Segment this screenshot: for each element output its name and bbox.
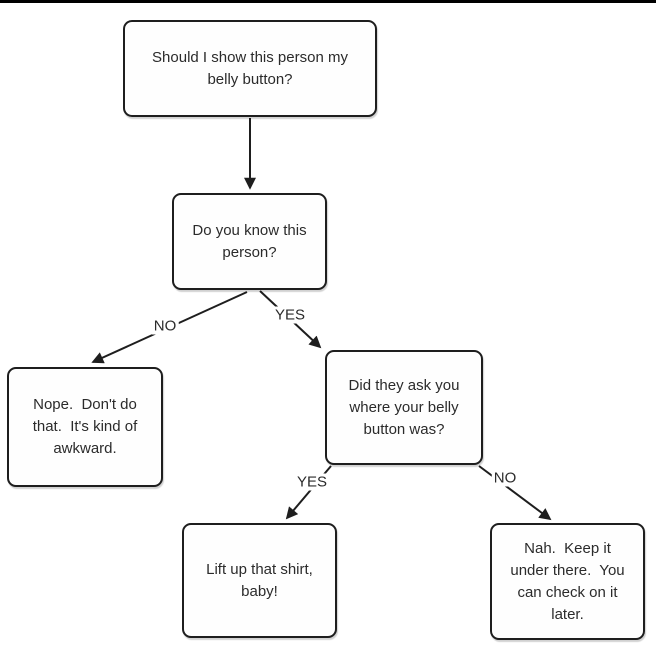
node-text-line: belly button? bbox=[207, 70, 293, 88]
node-text-line: where your belly bbox=[349, 398, 459, 416]
node-nope-result: Nope. Don't do that. It's kind of awkwar… bbox=[7, 367, 163, 487]
node-text-line: later. bbox=[551, 605, 584, 623]
edge-label-yes: YES bbox=[272, 306, 308, 324]
node-text-line: Should I show this person my bbox=[152, 48, 348, 66]
edge-label-yes: YES bbox=[294, 473, 330, 491]
node-text-line: baby! bbox=[241, 582, 278, 600]
node-lift-shirt-result: Lift up that shirt, baby! bbox=[182, 523, 337, 638]
node-text-line: Did they ask you bbox=[348, 376, 460, 394]
node-start-question: Should I show this person my belly butto… bbox=[123, 20, 377, 117]
node-text-line: can check on it bbox=[517, 583, 618, 601]
node-text-line: Nope. Don't do bbox=[33, 396, 137, 413]
node-text-line: person? bbox=[222, 243, 277, 261]
edge-label-no: NO bbox=[151, 317, 179, 335]
node-know-person-question: Do you know this person? bbox=[172, 193, 327, 290]
node-text-line: Lift up that shirt, bbox=[206, 560, 313, 578]
node-text-line: that. It's kind of bbox=[32, 418, 138, 435]
image-top-border bbox=[0, 0, 656, 3]
edge-label-no: NO bbox=[491, 469, 519, 487]
node-text-line: awkward. bbox=[53, 440, 117, 457]
node-text-line: Do you know this bbox=[192, 221, 307, 239]
node-text-line: Nah. Keep it bbox=[524, 539, 611, 557]
node-text-line: button was? bbox=[363, 420, 445, 438]
node-text-line: under there. You bbox=[510, 561, 625, 579]
arrow-did-they-ask-to-keep-under bbox=[478, 465, 552, 521]
node-keep-under-result: Nah. Keep it under there. You can check … bbox=[490, 523, 645, 640]
node-did-they-ask-question: Did they ask you where your belly button… bbox=[325, 350, 483, 465]
